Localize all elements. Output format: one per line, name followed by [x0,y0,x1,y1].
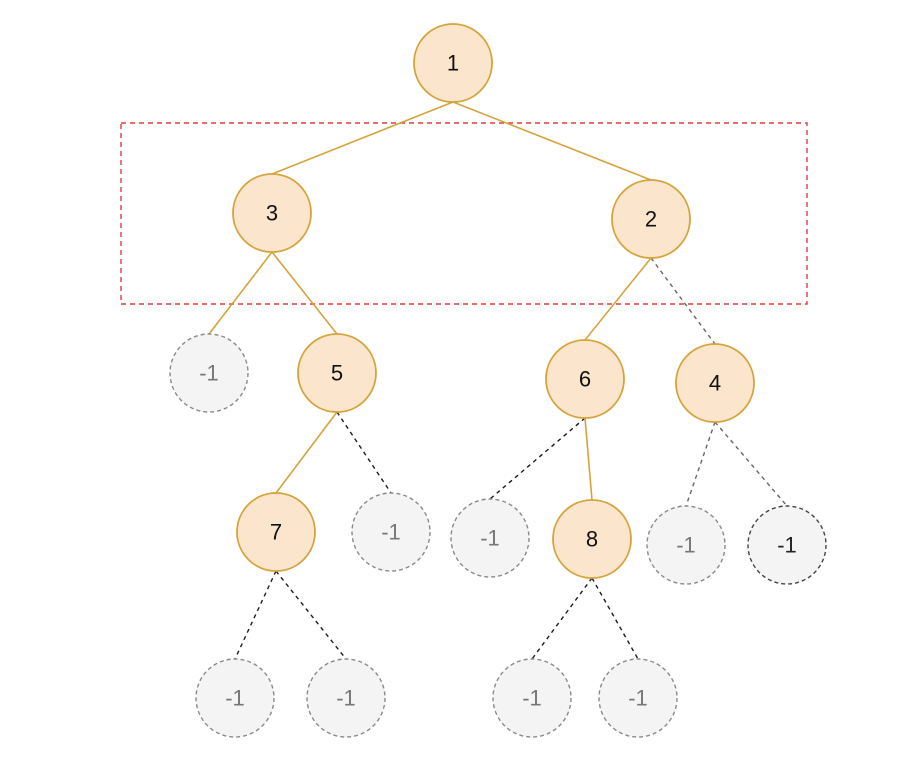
node-circle [611,179,691,259]
null-node-n4L: -1 [646,505,726,585]
tree-node-n3: 3 [232,173,312,253]
node-label: 8 [586,527,598,552]
null-node-n8R: -1 [598,658,678,738]
node-label: 1 [447,51,459,76]
edge-n1-n3 [271,101,454,175]
tree-node-n4: 4 [675,343,755,423]
node-label: -1 [381,520,401,545]
node-circle [413,23,493,103]
node-label: -1 [676,533,696,558]
node-circle [306,658,386,738]
edge-n8-n8L [531,577,593,660]
node-circle [232,173,312,253]
null-node-n4R: -1 [747,505,827,585]
edge-n3-n3L [208,251,273,335]
node-label: -1 [480,526,500,551]
node-label: 2 [645,207,657,232]
edge-n1-n2 [452,101,652,181]
tree-node-n8: 8 [552,499,632,579]
edge-n8-n8R [591,577,639,660]
edge-n6-n8 [584,417,593,501]
tree-nodes: 1 3 2 5 6 4 7 8 -1 -1 -1 -1 -1 -1 -1 -1 -1 [169,23,827,738]
node-label: 5 [331,361,343,386]
null-node-n7L: -1 [195,658,275,738]
tree-node-n1: 1 [413,23,493,103]
node-label: 7 [270,520,282,545]
null-node-n6L: -1 [450,498,530,578]
node-circle [236,492,316,572]
tree-node-n2: 2 [611,179,691,259]
node-circle [747,505,827,585]
node-circle [492,658,572,738]
edge-n3-n5 [271,251,338,335]
null-node-n5R: -1 [351,492,431,572]
node-circle [450,498,530,578]
node-label: -1 [628,686,648,711]
edge-n5-n7 [275,411,338,494]
node-circle [598,658,678,738]
node-label: -1 [225,686,245,711]
tree-node-n5: 5 [297,333,377,413]
edge-n5-n5R [336,411,392,494]
node-circle [195,658,275,738]
node-circle [675,343,755,423]
edge-n4-n4R [714,421,788,507]
tree-node-n6: 6 [545,339,625,419]
node-label: -1 [336,686,356,711]
edge-n2-n4 [650,257,716,345]
node-label: -1 [777,533,797,558]
node-label: -1 [199,361,219,386]
edge-n7-n7R [275,570,347,660]
null-node-n7R: -1 [306,658,386,738]
node-label: 6 [579,367,591,392]
node-circle [351,492,431,572]
null-node-n3L: -1 [169,333,249,413]
level-highlight-box [120,122,808,305]
node-circle [169,333,249,413]
tree-edges [208,101,788,660]
node-label: -1 [522,686,542,711]
node-circle [297,333,377,413]
edge-n6-n6L [489,417,586,500]
edge-n4-n4L [685,421,716,507]
node-label: 4 [709,371,721,396]
node-circle [646,505,726,585]
edge-n7-n7L [234,570,277,660]
null-node-n8L: -1 [492,658,572,738]
tree-node-n7: 7 [236,492,316,572]
edge-n2-n6 [584,257,652,341]
node-circle [545,339,625,419]
node-circle [552,499,632,579]
node-label: 3 [266,201,278,226]
